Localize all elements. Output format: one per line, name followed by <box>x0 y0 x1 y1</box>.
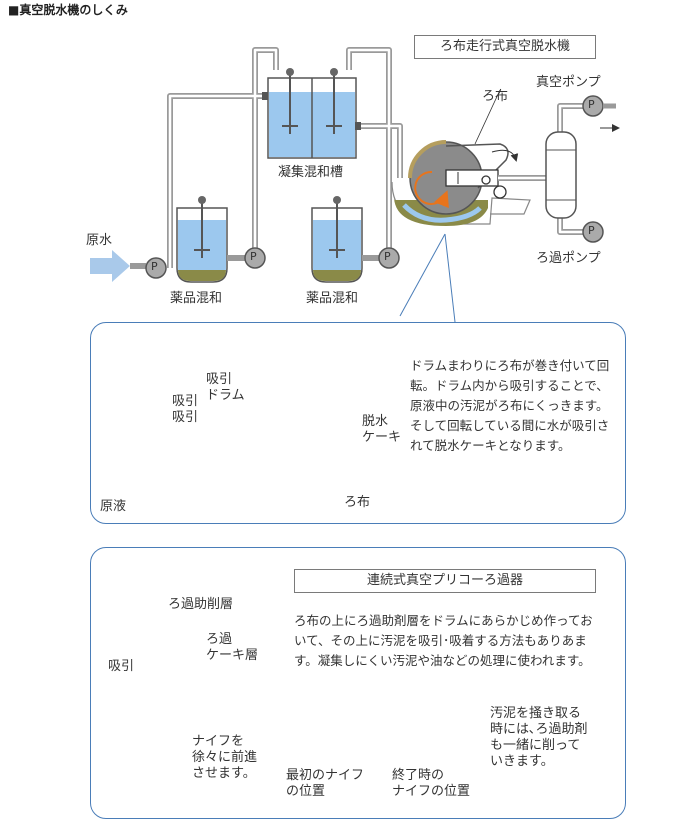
pump-glyph: P <box>250 250 257 263</box>
dewatering-machine <box>391 89 531 226</box>
label-raw-water: 原水 <box>86 233 113 248</box>
pump-glyph: P <box>588 98 595 111</box>
label-scrape-note: 汚泥を掻き取る 時には､ろ過助剤 も一緒に削って いきます。 <box>490 706 588 769</box>
drum-diagram <box>107 342 379 507</box>
raw-water-arrow <box>90 250 130 282</box>
pump-raw <box>145 257 167 279</box>
pump-chem1 <box>244 247 266 269</box>
label-precoat-layer: ろ過助削層 <box>168 597 234 612</box>
label-knife-initial: 最初のナイフ の位置 <box>286 768 365 799</box>
label-suction-drum: 吸引 ドラム <box>206 372 245 403</box>
label-chem-mix-2: 薬品混和 <box>306 291 359 306</box>
label-cake-layer: ろ過 ケーキ層 <box>206 632 259 663</box>
process-pipes <box>167 47 583 268</box>
drum-description: ドラムまわりにろ布が巻き付いて回転。ドラム内から吸引することで、原液中の汚泥がろ… <box>410 358 610 453</box>
chem-tank-2 <box>311 196 363 283</box>
pump-glyph: P <box>384 250 391 263</box>
label-suction-left: 吸引 吸引 <box>172 394 199 425</box>
pump-filter <box>582 221 604 243</box>
vacuum-separator <box>545 131 577 219</box>
machine-label: ろ布走行式真空脱水機 <box>414 35 596 59</box>
label-coag-tank: 凝集混和槽 <box>278 165 344 180</box>
chem-tank-1 <box>176 196 228 283</box>
knife-final-graphic <box>393 703 456 760</box>
pump-chem2 <box>378 247 400 269</box>
precoat-title: 連続式真空プリコーろ過器 <box>294 569 596 593</box>
label-knife-final: 終了時の ナイフの位置 <box>392 768 471 799</box>
label-raw-liquid: 原液 <box>100 499 127 514</box>
label-dewatered-cake: 脱水 ケーキ <box>362 414 402 445</box>
label-chem-mix-1: 薬品混和 <box>170 291 223 306</box>
label-knife-advance: ナイフを 徐々に前進 させます。 <box>192 734 258 781</box>
progress-arrow <box>354 710 386 750</box>
pump-glyph: P <box>151 260 158 273</box>
precoat-description: ろ布の上にろ過助剤層をドラムにあらかじめ作っておいて、その上に汚泥を吸引･吸着す… <box>294 613 593 668</box>
label-filter-cloth-top: ろ布 <box>482 89 509 104</box>
label-filter-cloth: ろ布 <box>344 495 371 510</box>
coag-tank <box>262 68 361 159</box>
pump-glyph: P <box>588 224 595 237</box>
label-filter-pump: ろ過ポンプ <box>536 251 601 266</box>
page-heading: ■真空脱水機のしくみ <box>8 3 128 17</box>
label-suction: 吸引 <box>108 659 135 674</box>
label-vacuum-pump: 真空ポンプ <box>536 75 601 90</box>
knife-initial-graphic <box>289 709 360 763</box>
